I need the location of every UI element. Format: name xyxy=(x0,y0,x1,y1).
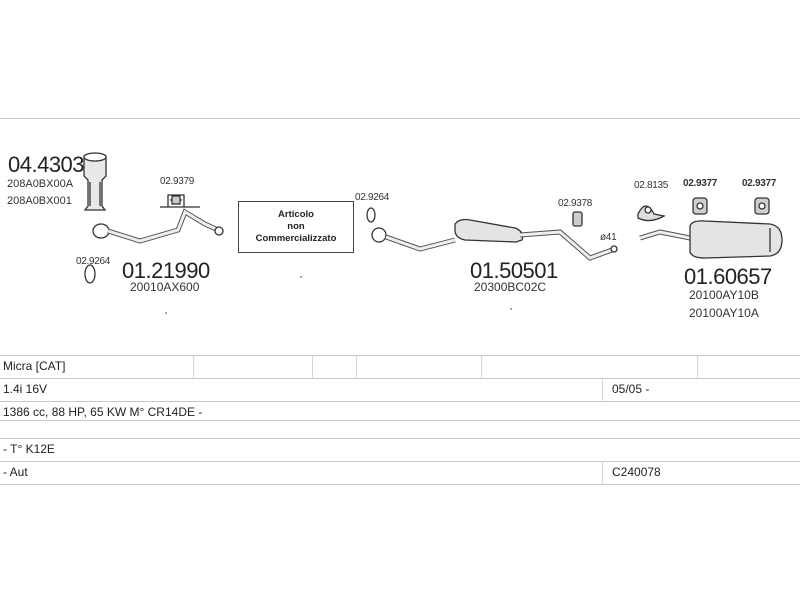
table-divider xyxy=(697,355,698,378)
notice-line2: non xyxy=(287,221,305,232)
table-rule xyxy=(0,438,800,439)
table-rule xyxy=(0,484,800,485)
middle-silencer-shape xyxy=(371,218,618,261)
rear-silencer-oem1: 20100AY10B xyxy=(689,288,759,302)
rear-silencer-oem2: 20100AY10A xyxy=(689,306,759,320)
vehicle-model: Micra [CAT] xyxy=(3,359,66,373)
rear-silencer-number[interactable]: 01.60657 xyxy=(684,264,772,289)
vehicle-code: C240078 xyxy=(612,465,661,479)
rubber-b-shape xyxy=(754,197,770,215)
pipe-diameter-label: ø41 xyxy=(600,232,617,243)
top-rule xyxy=(0,118,800,119)
table-rule xyxy=(0,355,800,356)
table-divider xyxy=(356,355,357,378)
cat-converter-oem1: 208A0BX00A xyxy=(7,178,74,190)
clamp-a-shape xyxy=(160,194,200,208)
clamp-b-shape xyxy=(572,211,583,227)
table-divider xyxy=(193,355,194,378)
rubber-b-number[interactable]: 02.9377 xyxy=(742,178,777,189)
gasket-a-shape xyxy=(84,264,96,284)
vehicle-date: 05/05 - xyxy=(612,382,650,396)
table-divider xyxy=(602,461,603,484)
table-rule xyxy=(0,461,800,462)
vehicle-specs: 1386 cc, 88 HP, 65 KW M° CR14DE - xyxy=(3,405,203,419)
hanger-a-shape xyxy=(637,205,666,222)
cat-converter-oem2: 208A0BX001 xyxy=(7,195,72,207)
clamp-a-number[interactable]: 02.9379 xyxy=(160,176,195,187)
rubber-a-number[interactable]: 02.9377 xyxy=(683,178,718,189)
table-rule xyxy=(0,378,800,379)
front-pipe-oem: 20010AX600 xyxy=(130,280,200,294)
front-pipe-shape xyxy=(92,208,224,244)
middle-silencer-number[interactable]: 01.50501 xyxy=(470,258,558,283)
middle-silencer-oem: 20300BC02C xyxy=(474,280,547,294)
vehicle-engine: 1.4i 16V xyxy=(3,382,48,396)
vehicle-type: - T° K12E xyxy=(3,442,55,456)
table-rule xyxy=(0,420,800,421)
vehicle-transmission: - Aut xyxy=(3,465,28,479)
cat-converter-number[interactable]: 04.4303 xyxy=(8,152,85,177)
notice-line3: Commercializzato xyxy=(255,233,337,244)
not-commercialized-notice: Articolo non Commercializzato xyxy=(238,201,354,253)
clamp-b-number[interactable]: 02.9378 xyxy=(558,198,593,209)
table-divider xyxy=(481,355,482,378)
gasket-a-number[interactable]: 02.9264 xyxy=(76,256,111,267)
notice-line1: Articolo xyxy=(278,209,314,220)
rubber-a-shape xyxy=(692,197,708,215)
gasket-b-shape xyxy=(366,207,376,223)
table-divider xyxy=(602,378,603,401)
table-divider xyxy=(312,355,313,378)
rear-silencer-shape xyxy=(639,220,783,259)
catalytic-converter-shape xyxy=(83,152,107,211)
front-pipe-number[interactable]: 01.21990 xyxy=(122,258,210,283)
table-rule xyxy=(0,401,800,402)
hanger-a-number[interactable]: 02.8135 xyxy=(634,180,669,191)
gasket-b-number[interactable]: 02.9264 xyxy=(355,192,390,203)
